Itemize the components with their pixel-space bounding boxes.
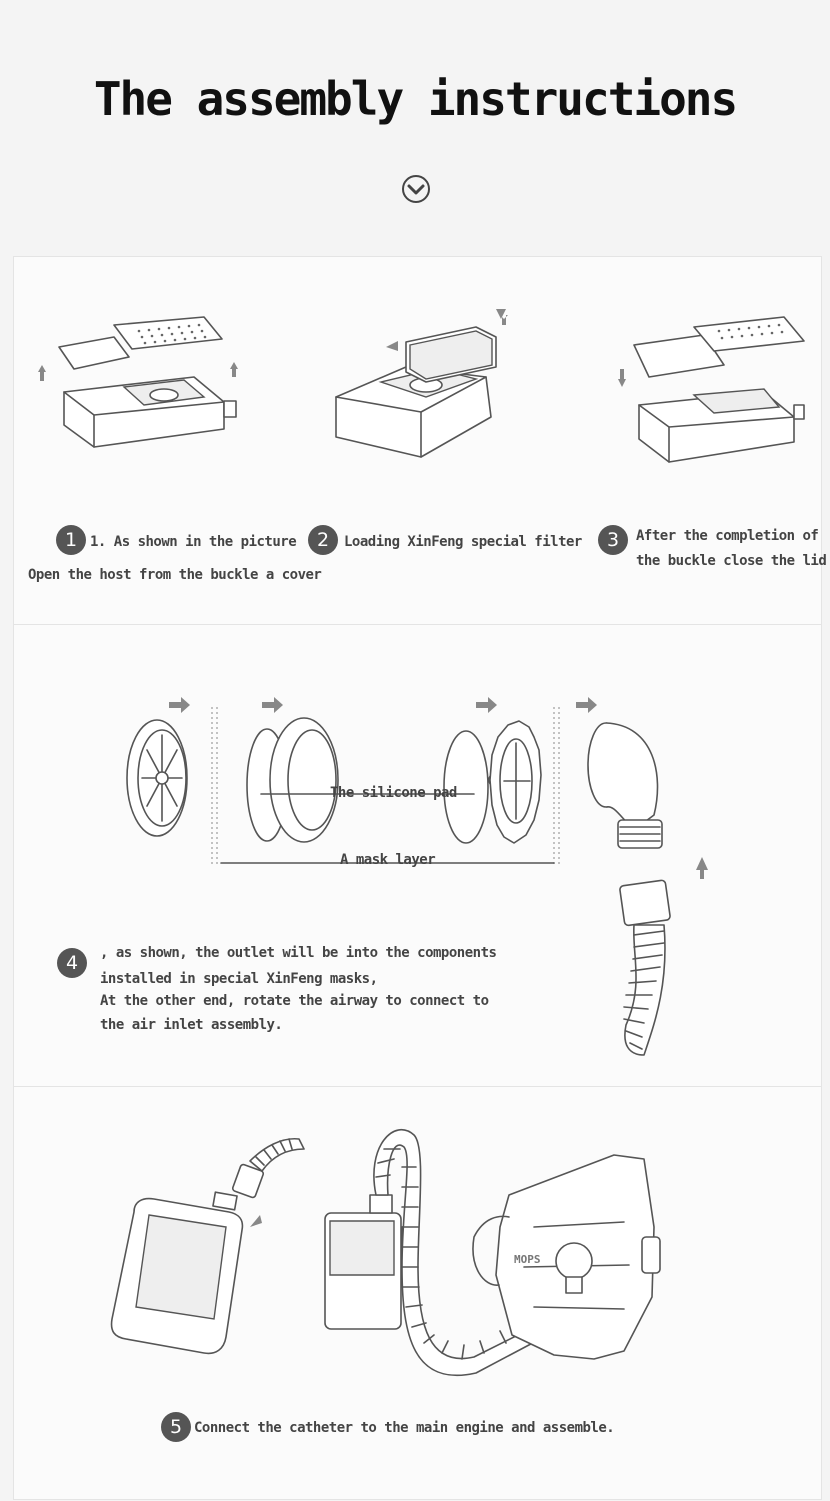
step-number-5: 5 — [161, 1412, 191, 1442]
step-number-3: 3 — [598, 525, 628, 555]
steps-1-3-panel: 1 1. As shown in the picture Open the ho… — [13, 256, 827, 626]
step-number-4: 4 — [57, 948, 87, 978]
step-3-caption-line-2: the buckle close the lid — [636, 553, 827, 569]
step-1-caption-line-1: 1. As shown in the picture — [90, 534, 297, 550]
step-5-illustration: MOPS — [110, 1128, 661, 1377]
step-2-illustration — [335, 309, 508, 458]
step-4-caption-line-3: At the other end, rotate the airway to c… — [100, 993, 489, 1009]
step-number-1: 1 — [56, 525, 86, 555]
step-1-illustration — [38, 316, 238, 448]
step-5-caption: Connect the catheter to the main engine … — [194, 1420, 615, 1436]
step-5-panel: MOPS 5 Connect the catheter to the main … — [13, 1086, 822, 1500]
step-4-caption-line-1: , as shown, the outlet will be into the … — [100, 945, 497, 961]
mask-layer-label: A mask layer — [340, 852, 436, 868]
silicone-pad-label: The silicone pad — [330, 785, 457, 801]
step-2-caption: Loading XinFeng special filter — [344, 534, 582, 550]
chevron-down-circle-icon — [402, 175, 430, 203]
step-3-illustration — [618, 316, 805, 463]
step-4-caption-line-4: the air inlet assembly. — [100, 1017, 283, 1033]
step-4-illustration — [126, 697, 708, 1056]
step-4-caption-line-2: installed in special XinFeng masks, — [100, 971, 378, 987]
step-3-caption-line-1: After the completion of — [636, 528, 819, 544]
step-4-panel: The silicone pad A mask layer 4 , as sho… — [13, 624, 822, 1088]
mask-brand-text: MOPS — [514, 1253, 541, 1266]
step-number-2: 2 — [308, 525, 338, 555]
step-1-caption-line-2: Open the host from the buckle a cover — [28, 567, 322, 583]
page-title: The assembly instructions — [93, 72, 738, 126]
